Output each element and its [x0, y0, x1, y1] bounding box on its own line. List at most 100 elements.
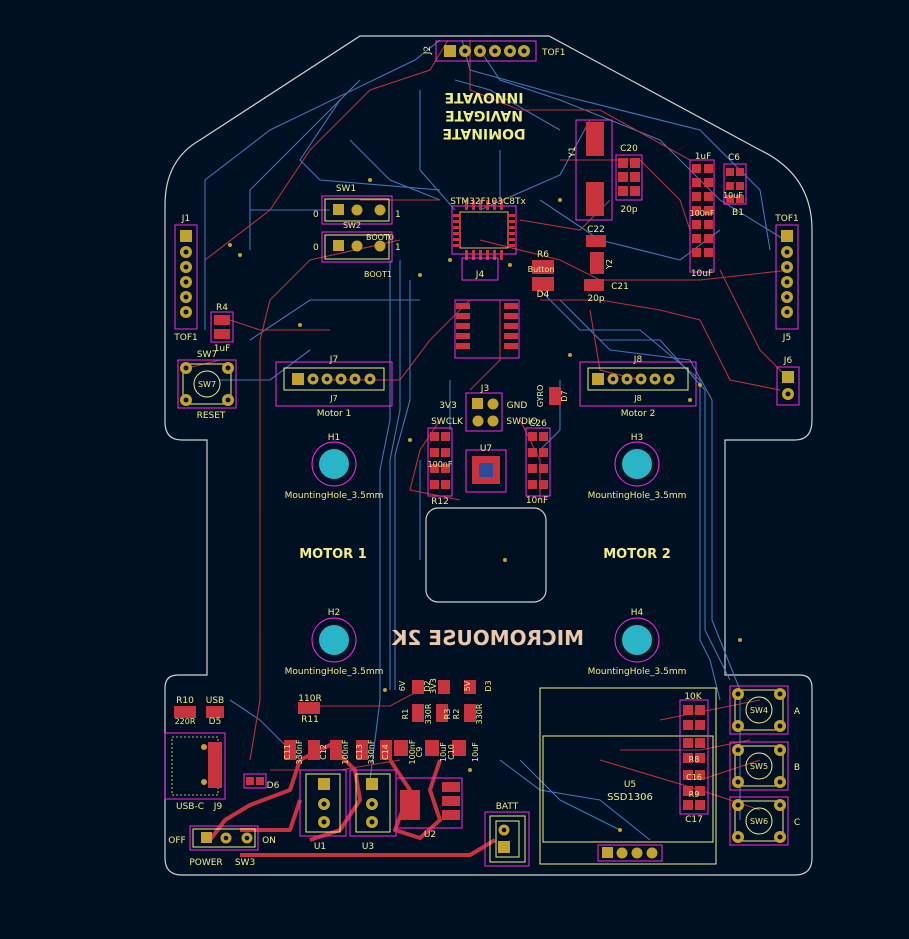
- mounting-hole-h2[interactable]: H2 MountingHole_3.5mm: [285, 608, 384, 677]
- imu-u7[interactable]: U7: [465, 444, 507, 493]
- sw7-value: RESET: [197, 411, 226, 421]
- h4-ref: H4: [631, 608, 644, 618]
- reset-button-sw7[interactable]: SW7 SW7 RESET: [177, 350, 237, 421]
- j3-pin-gnd: GND: [507, 401, 528, 411]
- usb-c-connector-j9[interactable]: USB-C J9: [164, 732, 226, 812]
- button-sw6[interactable]: SW6 C: [729, 796, 800, 846]
- connector-j5[interactable]: TOF1 J5: [774, 214, 798, 343]
- regulator-caps[interactable]: C11 330nF C12 100nF C13 330nF C14: [283, 739, 392, 764]
- u5-ref: U5: [624, 780, 636, 790]
- r6-d4[interactable]: R6 Button D4: [528, 250, 555, 300]
- c21-ref: C21: [611, 282, 629, 292]
- mcu-u4[interactable]: STM32F103C8Tx: [450, 197, 526, 260]
- c10-ref: C10: [447, 744, 456, 760]
- j1-ref: J1: [181, 214, 190, 224]
- connector-j2[interactable]: J2 TOF1: [423, 40, 565, 62]
- c20-value: 20p: [620, 205, 637, 215]
- d6-ref: D6: [267, 781, 280, 791]
- crystal-caps[interactable]: C20 20p C22 Y2 20p C21: [584, 144, 643, 304]
- connector-j3-swd[interactable]: J3 3V3 GND SWCLK SWDIO: [431, 384, 538, 432]
- mcu-value: STM32F103C8Tx: [450, 197, 526, 207]
- c6-ref: C6: [728, 153, 740, 163]
- d4-ref: D4: [537, 290, 550, 300]
- sw4-ref: SW4: [750, 706, 768, 715]
- button-sw5[interactable]: SW5 B: [729, 741, 800, 791]
- u7-ref: U7: [480, 444, 492, 454]
- v6-label: 6V: [398, 680, 407, 691]
- c22-ref: C22: [587, 225, 605, 235]
- regulator-u1[interactable]: U1: [299, 769, 347, 852]
- j3-pin-3v3: 3V3: [439, 401, 457, 411]
- r12-ref: R12: [431, 497, 449, 507]
- oled-display-u5[interactable]: U5 SSD1306: [539, 687, 717, 865]
- j2-value: TOF1: [541, 48, 565, 58]
- sw3-ref: SW3: [235, 858, 255, 868]
- connector-j7[interactable]: J7 J7 Motor 1: [275, 355, 393, 419]
- regulator-u3[interactable]: U3: [349, 769, 397, 852]
- j4-ref: J4: [475, 270, 485, 280]
- u5-value: SSD1306: [607, 792, 653, 803]
- v5-label: 5V: [463, 680, 472, 691]
- h1-value: MountingHole_3.5mm: [285, 491, 384, 501]
- j5-ref: J5: [782, 333, 791, 343]
- r6-ref: R6: [537, 250, 549, 260]
- c14-ref: C14: [381, 744, 390, 760]
- c17-ref: C17: [685, 815, 703, 825]
- c13-ref: C13: [355, 744, 364, 760]
- imu-passives[interactable]: 100nF R12 C26 10nF: [427, 419, 551, 507]
- mounting-hole-h1[interactable]: H1 MountingHole_3.5mm: [285, 433, 384, 501]
- motor-2-label: MOTOR 2: [603, 547, 671, 562]
- sw7-inner: SW7: [198, 380, 216, 389]
- vias: [228, 178, 742, 832]
- c26-value: 10nF: [526, 496, 548, 506]
- battery-connector[interactable]: BATT: [484, 802, 530, 867]
- cap-stack-right[interactable]: 1uF 100nF 10uF C6 10uF B1: [689, 152, 747, 279]
- j3-ref: J3: [480, 384, 489, 394]
- resistor-r11[interactable]: 110R R11: [298, 694, 322, 725]
- mirrored-logo: MICROMOUSE 2K: [390, 626, 584, 650]
- connector-j6[interactable]: J6: [776, 356, 800, 406]
- button-passives[interactable]: 10K R8 C16 R9 C17: [679, 692, 709, 825]
- slogan-block: INNOVATE NAVIGATE DOMINATE: [442, 89, 525, 141]
- power-switch-sw3[interactable]: OFF ON POWER SW3: [168, 825, 276, 868]
- switch-sw2[interactable]: SW2 0 1 BOOT1: [313, 221, 401, 279]
- sw6-ref: SW6: [750, 817, 768, 826]
- switch-sw1[interactable]: SW1 0 1 BOOT0: [313, 184, 401, 242]
- c20-ref: C20: [620, 144, 638, 154]
- d5-ref: D5: [209, 717, 222, 727]
- j9-ref: J9: [213, 802, 223, 812]
- v33-label: 3V3: [429, 678, 438, 694]
- r4-cap[interactable]: R4 1uF: [210, 303, 234, 354]
- motor-1-label: MOTOR 1: [299, 547, 367, 562]
- sw2-sub: BOOT1: [364, 270, 392, 279]
- led-d6[interactable]: D6: [243, 773, 280, 791]
- sw3-value: POWER: [189, 858, 222, 868]
- connector-j8[interactable]: J8 J8 Motor 2: [579, 355, 697, 419]
- connector-j4[interactable]: J4: [461, 257, 499, 281]
- imu-100nf-label: 100nF: [428, 460, 453, 469]
- gyro-label: GYRO: [536, 385, 545, 408]
- gyro-led-d7[interactable]: GYRO D7: [536, 385, 569, 408]
- sw1-ref: SW1: [336, 184, 356, 194]
- r11-ref: R11: [301, 715, 319, 725]
- mounting-hole-h4[interactable]: H4 MountingHole_3.5mm: [588, 608, 687, 677]
- ic-u6[interactable]: [454, 299, 520, 359]
- h3-ref: H3: [631, 433, 644, 443]
- d2-ref: D2: [423, 680, 432, 691]
- h4-value: MountingHole_3.5mm: [588, 667, 687, 677]
- cap-10uf-label: 10uF: [691, 269, 713, 279]
- y2-ref: Y2: [605, 259, 614, 270]
- connector-j1[interactable]: J1 TOF1: [173, 214, 197, 343]
- crystal-y1[interactable]: Y1: [568, 119, 613, 221]
- usb-led-d5[interactable]: R10 220R USB D5: [174, 696, 224, 727]
- r11-value: 110R: [298, 694, 321, 704]
- power-indicators[interactable]: 100nF C9 10uF C10 10uF R1 330R R2 330R R…: [394, 678, 493, 764]
- h3-value: MountingHole_3.5mm: [588, 491, 687, 501]
- j7-value: Motor 1: [317, 409, 352, 419]
- mounting-hole-h3[interactable]: H3 MountingHole_3.5mm: [588, 433, 687, 501]
- j8-ref: J8: [633, 355, 643, 365]
- slogan-line-1: INNOVATE: [445, 89, 524, 105]
- button-sw4[interactable]: SW4 A: [729, 685, 801, 735]
- regulator-u2[interactable]: U2: [395, 777, 463, 840]
